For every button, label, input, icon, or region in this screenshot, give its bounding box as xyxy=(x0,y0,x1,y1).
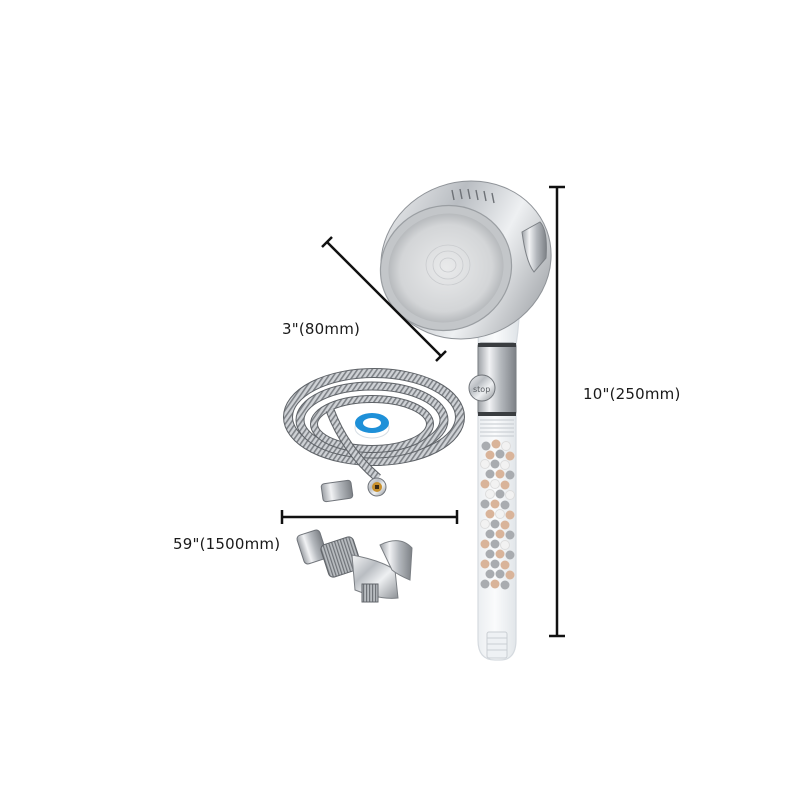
wall-bracket xyxy=(296,529,413,603)
thread-tape xyxy=(354,413,390,439)
head-diameter-label: 3"(80mm) xyxy=(282,320,361,338)
dimension-line-hose xyxy=(280,510,459,524)
total-length-label: 10"(250mm) xyxy=(583,385,681,403)
dimension-line-length xyxy=(549,185,565,638)
dimension-line-diameter xyxy=(321,236,447,362)
mineral-beads xyxy=(480,439,515,590)
shower-head: stop xyxy=(379,180,552,661)
hose xyxy=(283,368,465,503)
stop-button-label: stop xyxy=(473,385,490,394)
hose-length-label: 59"(1500mm) xyxy=(173,535,281,553)
